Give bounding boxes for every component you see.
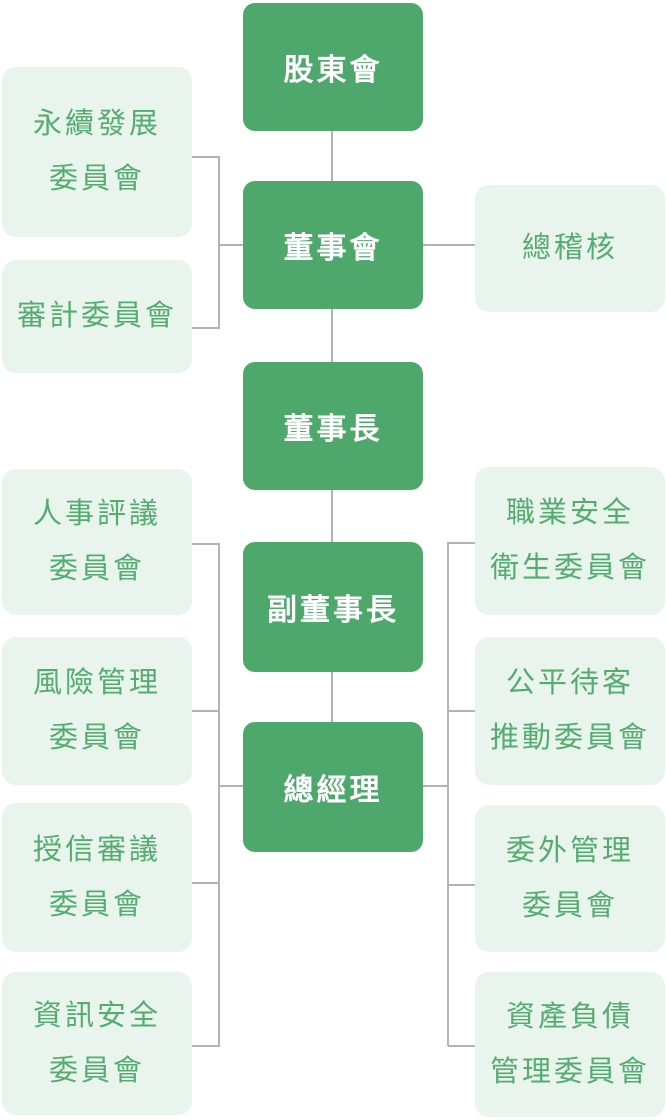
- org-node-shareholders: 股東會: [243, 3, 423, 131]
- org-node-information-security-label: 資訊安全 委員會: [32, 999, 161, 1087]
- connector-president-left-spine: [218, 543, 220, 1047]
- org-node-audit-committee: 審計委員會: [2, 260, 192, 373]
- org-node-chairman: 董事長: [243, 362, 423, 490]
- org-node-vice-chairman-label: 副董事長: [267, 594, 399, 627]
- org-node-fair-treatment-label: 公平待客 推動委員會: [489, 667, 650, 754]
- org-node-chairman-label: 董事長: [283, 413, 383, 446]
- org-node-occupational-safety-committee: 職業安全 衛生委員會: [475, 467, 665, 615]
- org-node-asset-liability-committee: 資產負債 管理委員會: [475, 972, 665, 1117]
- org-node-sustainability-committee: 永續發展 委員會: [2, 67, 192, 237]
- connector-chairman-vice-chairman: [331, 490, 333, 542]
- org-node-information-security-committee: 資訊安全 委員會: [2, 972, 192, 1115]
- org-node-credit-review-label: 授信審議 委員會: [32, 833, 161, 921]
- org-node-asset-liability-label: 資產負債 管理委員會: [489, 1000, 650, 1088]
- connector-spine-fair-treatment: [448, 710, 475, 712]
- org-node-fair-treatment-committee: 公平待客 推動委員會: [475, 637, 665, 785]
- org-node-board: 董事會: [243, 181, 423, 309]
- org-node-audit-label: 審計委員會: [16, 300, 177, 332]
- org-node-chief-auditor-label: 總稽核: [521, 232, 618, 264]
- connector-board-left-spine: [218, 156, 220, 329]
- connector-infosec-spine: [192, 1045, 219, 1047]
- org-node-shareholders-label: 股東會: [283, 54, 383, 87]
- org-node-outsourcing-management-label: 委外管理 委員會: [505, 834, 634, 922]
- org-node-credit-review-committee: 授信審議 委員會: [2, 803, 192, 952]
- org-node-risk-management-label: 風險管理 委員會: [32, 667, 161, 754]
- connector-spine-asset-liability: [448, 1045, 475, 1047]
- connector-vice-chairman-president: [331, 672, 333, 722]
- connector-board-chairman: [331, 309, 333, 362]
- org-node-vice-chairman: 副董事長: [243, 542, 423, 672]
- connector-shareholders-board: [331, 131, 333, 181]
- connector-spine-occupational-safety: [448, 542, 475, 544]
- org-node-chief-auditor: 總稽核: [475, 185, 665, 312]
- org-node-board-label: 董事會: [283, 232, 383, 265]
- connector-sustainability-spine: [192, 156, 219, 158]
- connector-spine-board: [218, 244, 243, 246]
- org-node-personnel-review-committee: 人事評議 委員會: [2, 469, 192, 615]
- org-node-outsourcing-management-committee: 委外管理 委員會: [475, 805, 665, 952]
- org-node-occupational-safety-label: 職業安全 衛生委員會: [489, 497, 650, 584]
- connector-audit-spine: [192, 327, 219, 329]
- org-node-president: 總經理: [243, 722, 423, 852]
- connector-board-chief-auditor: [422, 244, 475, 246]
- org-node-sustainability-label: 永續發展 委員會: [32, 108, 161, 195]
- connector-left-spine-president: [218, 785, 243, 787]
- connector-personnel-spine: [192, 543, 219, 545]
- org-node-president-label: 總經理: [283, 774, 383, 807]
- connector-spine-outsourcing: [448, 884, 475, 886]
- org-node-risk-management-committee: 風險管理 委員會: [2, 637, 192, 785]
- org-node-personnel-review-label: 人事評議 委員會: [32, 498, 161, 585]
- connector-president-right-spine: [447, 542, 449, 1046]
- connector-risk-spine: [192, 710, 219, 712]
- connector-credit-spine: [192, 882, 219, 884]
- connector-president-right-spine-link: [421, 785, 448, 787]
